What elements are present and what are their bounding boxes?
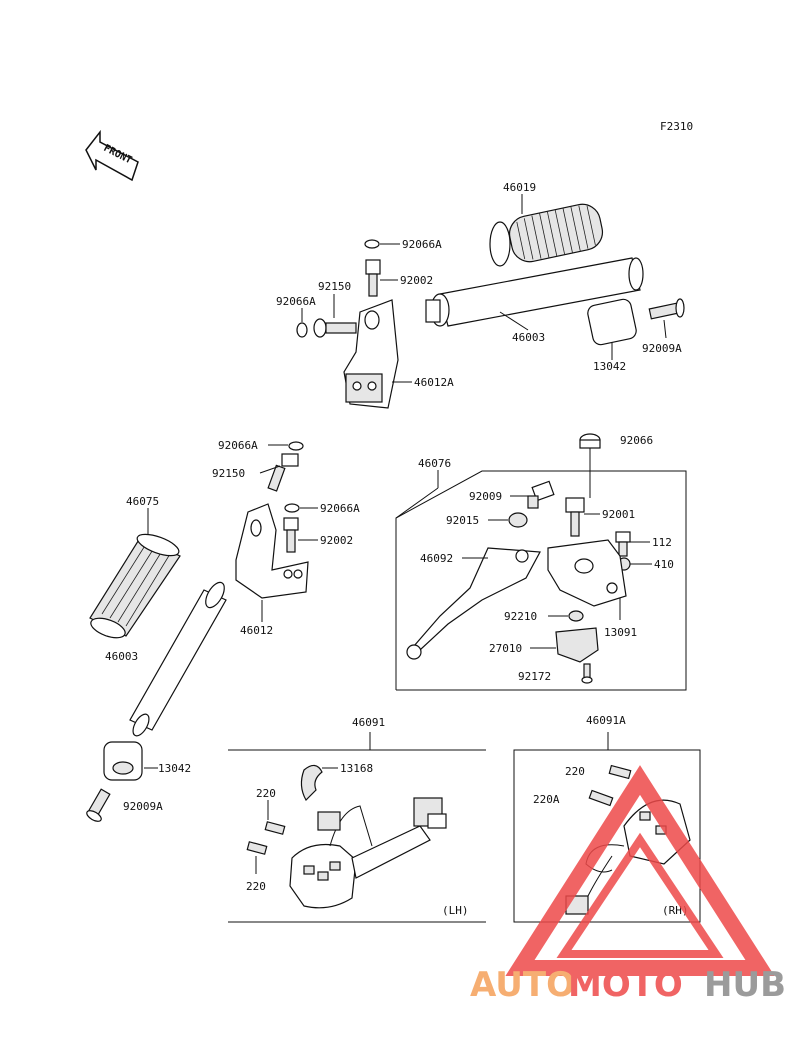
- clip-13168: [300, 764, 323, 801]
- cap-92066: [579, 433, 601, 449]
- bolt-112: [615, 531, 631, 557]
- switch-27010: [555, 627, 599, 663]
- logo-text-moto: MOTO: [568, 965, 683, 1005]
- side-label-lh: (LH): [442, 904, 469, 917]
- washer-92066A-mid2: [284, 503, 300, 513]
- label-92066A-top: 92066A: [402, 238, 442, 251]
- label-92150-top: 92150: [318, 280, 351, 293]
- nut-92210: [568, 610, 584, 622]
- handlebar-46003-right: [425, 257, 644, 327]
- nut-92015: [508, 512, 528, 528]
- screw-220-a: [264, 821, 286, 835]
- screw-220-c: [608, 764, 632, 780]
- label-92210: 92210: [504, 610, 537, 623]
- washer-92066A-mid1: [288, 441, 304, 451]
- label-92066A-left: 92066A: [276, 295, 316, 308]
- washer-92066A-left: [296, 322, 308, 338]
- label-92066A-mid2: 92066A: [320, 502, 360, 515]
- label-13042-left: 13042: [158, 762, 191, 775]
- label-220-b: 220: [246, 880, 266, 893]
- label-13042-right: 13042: [593, 360, 626, 373]
- logo-text-hub: HUB: [704, 965, 786, 1005]
- lever-46092: [406, 547, 541, 660]
- label-92066: 92066: [620, 434, 653, 447]
- label-46019: 46019: [503, 181, 536, 194]
- label-220-a: 220: [256, 787, 276, 800]
- rh-group-frame: [513, 749, 701, 923]
- label-220A: 220A: [533, 793, 560, 806]
- grip-46075: [89, 533, 181, 639]
- bolt-92150-mid: [267, 453, 299, 492]
- label-46012A: 46012A: [414, 376, 454, 389]
- label-92015: 92015: [446, 514, 479, 527]
- automotohub-logo: AUTO MOTO HUB: [470, 765, 786, 1005]
- figure-code: F2310: [660, 120, 693, 133]
- label-46012: 46012: [240, 624, 273, 637]
- label-46092: 46092: [420, 552, 453, 565]
- label-92172: 92172: [518, 670, 551, 683]
- holder-46012: [235, 503, 309, 599]
- label-27010: 27010: [489, 642, 522, 655]
- screw-220A: [588, 789, 614, 807]
- screw-92009A-right: [648, 298, 685, 320]
- screw-220-b: [246, 841, 268, 855]
- screw-92009: [527, 480, 555, 509]
- label-92009A-right: 92009A: [642, 342, 682, 355]
- front-arrow-icon: FRONT: [85, 129, 139, 182]
- lever-holder-13091: [547, 539, 627, 607]
- handlebar-46003-left: [129, 581, 227, 737]
- label-92009A-left: 92009A: [123, 800, 163, 813]
- label-220-c: 220: [565, 765, 585, 778]
- label-46003-right: 46003: [512, 331, 545, 344]
- bolt-92001: [565, 497, 585, 537]
- label-46076: 46076: [418, 457, 451, 470]
- label-13091: 13091: [604, 626, 637, 639]
- bolt-92150-top: [313, 318, 357, 338]
- bolt-92002-mid: [283, 517, 299, 553]
- grip-46019: [489, 203, 604, 267]
- label-46075: 46075: [126, 495, 159, 508]
- label-92066A-mid1: 92066A: [218, 439, 258, 452]
- label-92150-mid: 92150: [212, 467, 245, 480]
- holder-46012A: [343, 299, 399, 409]
- label-92009: 92009: [469, 490, 502, 503]
- label-92001: 92001: [602, 508, 635, 521]
- screw-92172: [581, 663, 593, 684]
- label-13168: 13168: [340, 762, 373, 775]
- switch-housing-lh: [289, 797, 447, 909]
- lever-assembly-frame: [395, 470, 687, 691]
- label-46091: 46091: [352, 716, 385, 729]
- label-92002-top: 92002: [400, 274, 433, 287]
- washer-92066A-top: [364, 239, 380, 249]
- bolt-92002-top: [365, 259, 381, 297]
- logo-text-auto: AUTO: [470, 965, 575, 1005]
- label-46091A: 46091A: [586, 714, 626, 727]
- label-92002-mid: 92002: [320, 534, 353, 547]
- weight-13042-right: [587, 298, 637, 346]
- label-46003-left: 46003: [105, 650, 138, 663]
- label-112: 112: [652, 536, 672, 549]
- screw-92009A-left: [86, 788, 111, 822]
- label-410: 410: [654, 558, 674, 571]
- weight-13042-left: [103, 741, 143, 781]
